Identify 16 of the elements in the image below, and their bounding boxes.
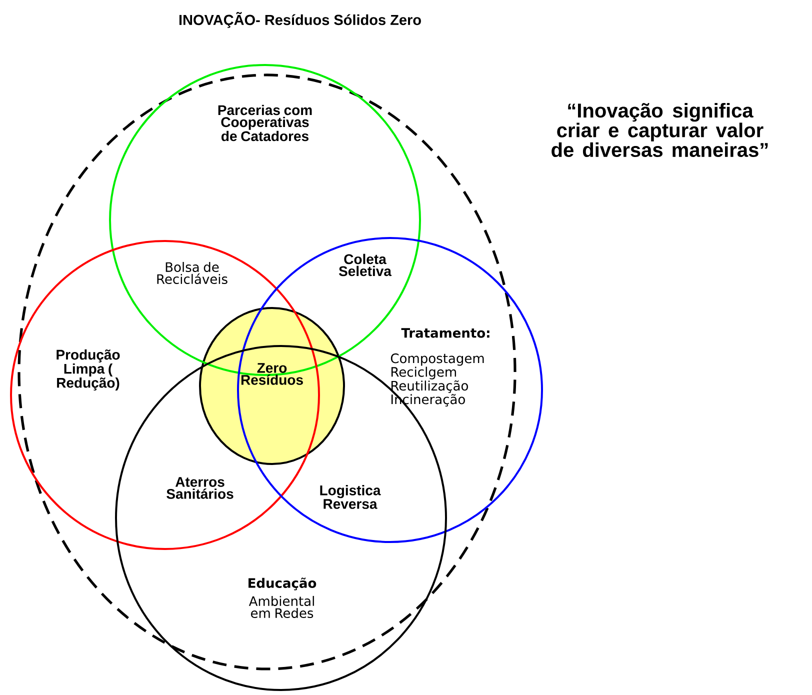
- node-label: Zero Resíduos: [241, 363, 303, 385]
- node-label: Parcerias com Cooperativas de Catadores: [218, 104, 312, 142]
- node-heading: Educação: [248, 578, 316, 590]
- ellipse: [199, 306, 345, 465]
- region-label: Coleta Seletiva: [338, 254, 392, 276]
- region-label: Bolsa de Recicláveis: [157, 262, 228, 284]
- circle: [10, 240, 320, 550]
- quote-text: “Inovação significa criar e capturar valor de diversas maneiras”: [552, 102, 768, 157]
- dashed-ellipse: [18, 74, 516, 670]
- circle: [237, 236, 543, 543]
- node-label: Produção Limpa ( Redução): [56, 349, 120, 391]
- title: INOVAÇÃO- Resíduos Sólidos Zero: [179, 12, 421, 28]
- region-label: Aterros Sanitários: [166, 477, 234, 499]
- node-heading: Tratamento:: [401, 328, 490, 338]
- node-body: Ambiental em Redes: [248, 596, 314, 618]
- region-label: Logistica Reversa: [320, 485, 381, 509]
